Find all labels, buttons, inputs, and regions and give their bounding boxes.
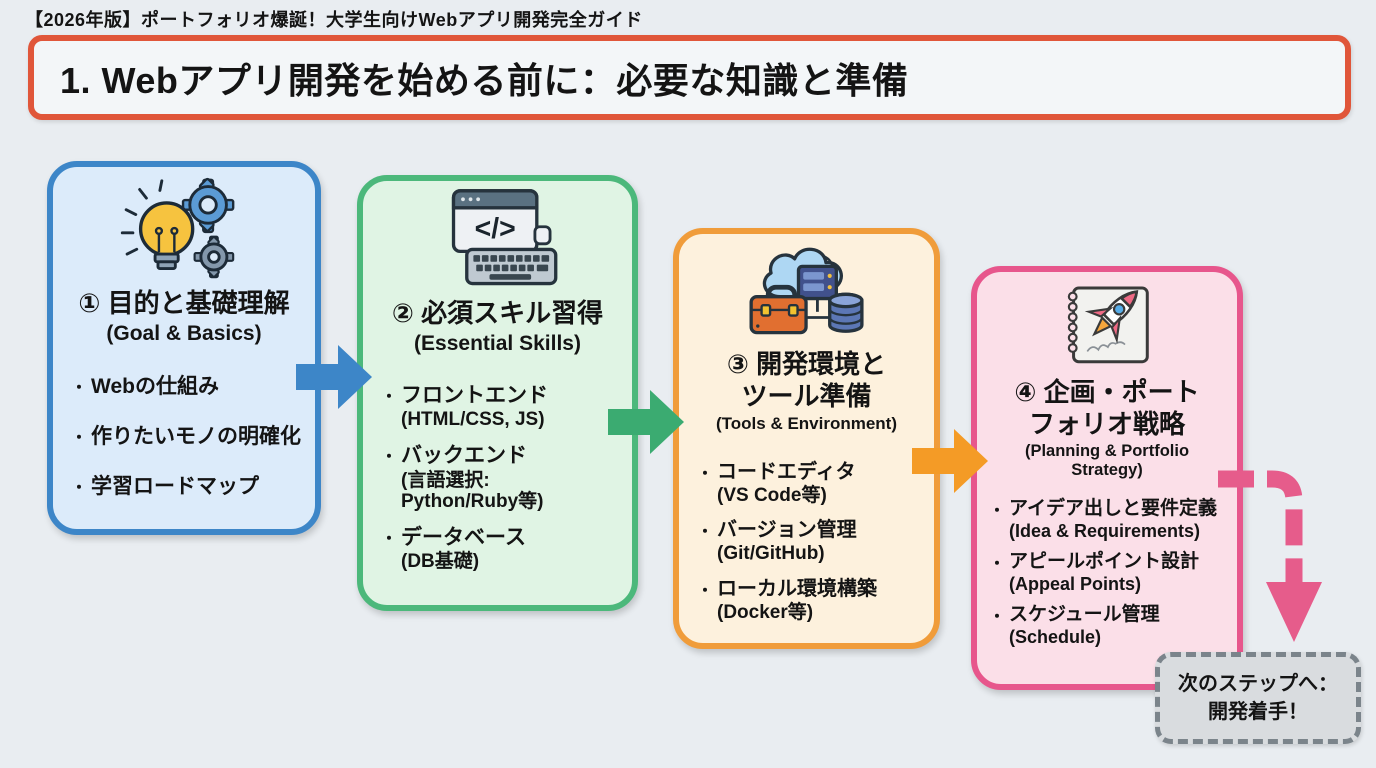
list-item: ・ アイデア出しと要件定義 (Idea & Requirements) [989, 498, 1218, 542]
list-item: ・ バージョン管理 (Git/GitHub) [697, 519, 857, 565]
card-bullet-list: ・ コードエディタ (VS Code等) ・ バージョン管理 (Git/GitH… [679, 434, 934, 623]
card-bullet-list: ・ Webの仕組み ・ 作りたいモノの明確化 ・ 学習ロードマップ [53, 346, 315, 501]
arrow-step2-to-step3-icon [608, 390, 684, 454]
card-bullet-list: ・ アイデア出しと要件定義 (Idea & Requirements) ・ アピ… [977, 480, 1237, 647]
list-item: ・ 作りたいモノの明確化 [71, 425, 301, 449]
page-kicker: 【2026年版】ポートフォリオ爆誕！大学生向けWebアプリ開発完全ガイド [25, 10, 643, 30]
card-bullet-list: ・ フロントエンド (HTML/CSS, JS) ・ バックエンド (言語選択:… [363, 356, 632, 573]
card-title: ③ 開発環境と ツール準備 [726, 349, 887, 411]
list-item: ・ ローカル環境構築 (Docker等) [697, 577, 877, 623]
arrow-step1-to-step2-icon [296, 345, 372, 409]
arrow-step3-to-step4-icon [912, 429, 988, 493]
card-subtitle: (Planning & Portfolio Strategy) [1024, 442, 1190, 480]
lightbulb-gears-icon [109, 175, 259, 288]
card-subtitle: (Tools & Environment) [715, 414, 897, 434]
step-card-essential-skills: </> ② 必須スキル習得 (Essential Skills) ・ フロントエ… [357, 175, 638, 611]
next-step-box: 次のステップへ： 開発着手！ [1155, 652, 1361, 744]
step-card-goal-basics: ① 目的と基礎理解 (Goal & Basics) ・ Webの仕組み ・ 作り… [47, 161, 321, 535]
cloud-tools-database-icon [732, 238, 882, 349]
card-title: ① 目的と基礎理解 [78, 288, 290, 318]
step-card-tools-environment: ③ 開発環境と ツール準備 (Tools & Environment) ・ コー… [673, 228, 940, 649]
next-step-label: 次のステップへ： 開発着手！ [1178, 673, 1338, 723]
card-title: ④ 企画・ポート フォリオ戦略 [1014, 377, 1200, 439]
list-item: ・ コードエディタ (VS Code等) [697, 460, 856, 506]
step-card-planning-portfolio: ④ 企画・ポート フォリオ戦略 (Planning & Portfolio St… [971, 266, 1243, 690]
list-item: ・ 学習ロードマップ [71, 475, 259, 499]
list-item: ・ データベース (DB基礎) [381, 526, 526, 573]
list-item: ・ Webの仕組み [71, 374, 219, 398]
list-item: ・ スケジュール管理 (Schedule) [989, 604, 1160, 647]
list-item: ・ フロントエンド (HTML/CSS, JS) [381, 383, 548, 431]
code-keyboard-icon: </> [423, 187, 573, 298]
arrow-step4-to-next-icon [1218, 470, 1322, 642]
list-item: ・ アピールポイント設計 (Appeal Points) [989, 551, 1200, 595]
list-item: ・ バックエンド (言語選択: Python/Ruby等) [381, 444, 544, 512]
section-title: 1. Webアプリ開発を始める前に：必要な知識と準備 [60, 59, 909, 101]
card-subtitle: (Goal & Basics) [106, 321, 262, 345]
notebook-rocket-icon [1041, 276, 1173, 377]
section-title-box: 1. Webアプリ開発を始める前に：必要な知識と準備 [28, 35, 1351, 120]
code-glyph: </> [474, 213, 515, 245]
card-title: ② 必須スキル習得 [391, 298, 604, 328]
card-subtitle: (Essential Skills) [414, 331, 581, 355]
